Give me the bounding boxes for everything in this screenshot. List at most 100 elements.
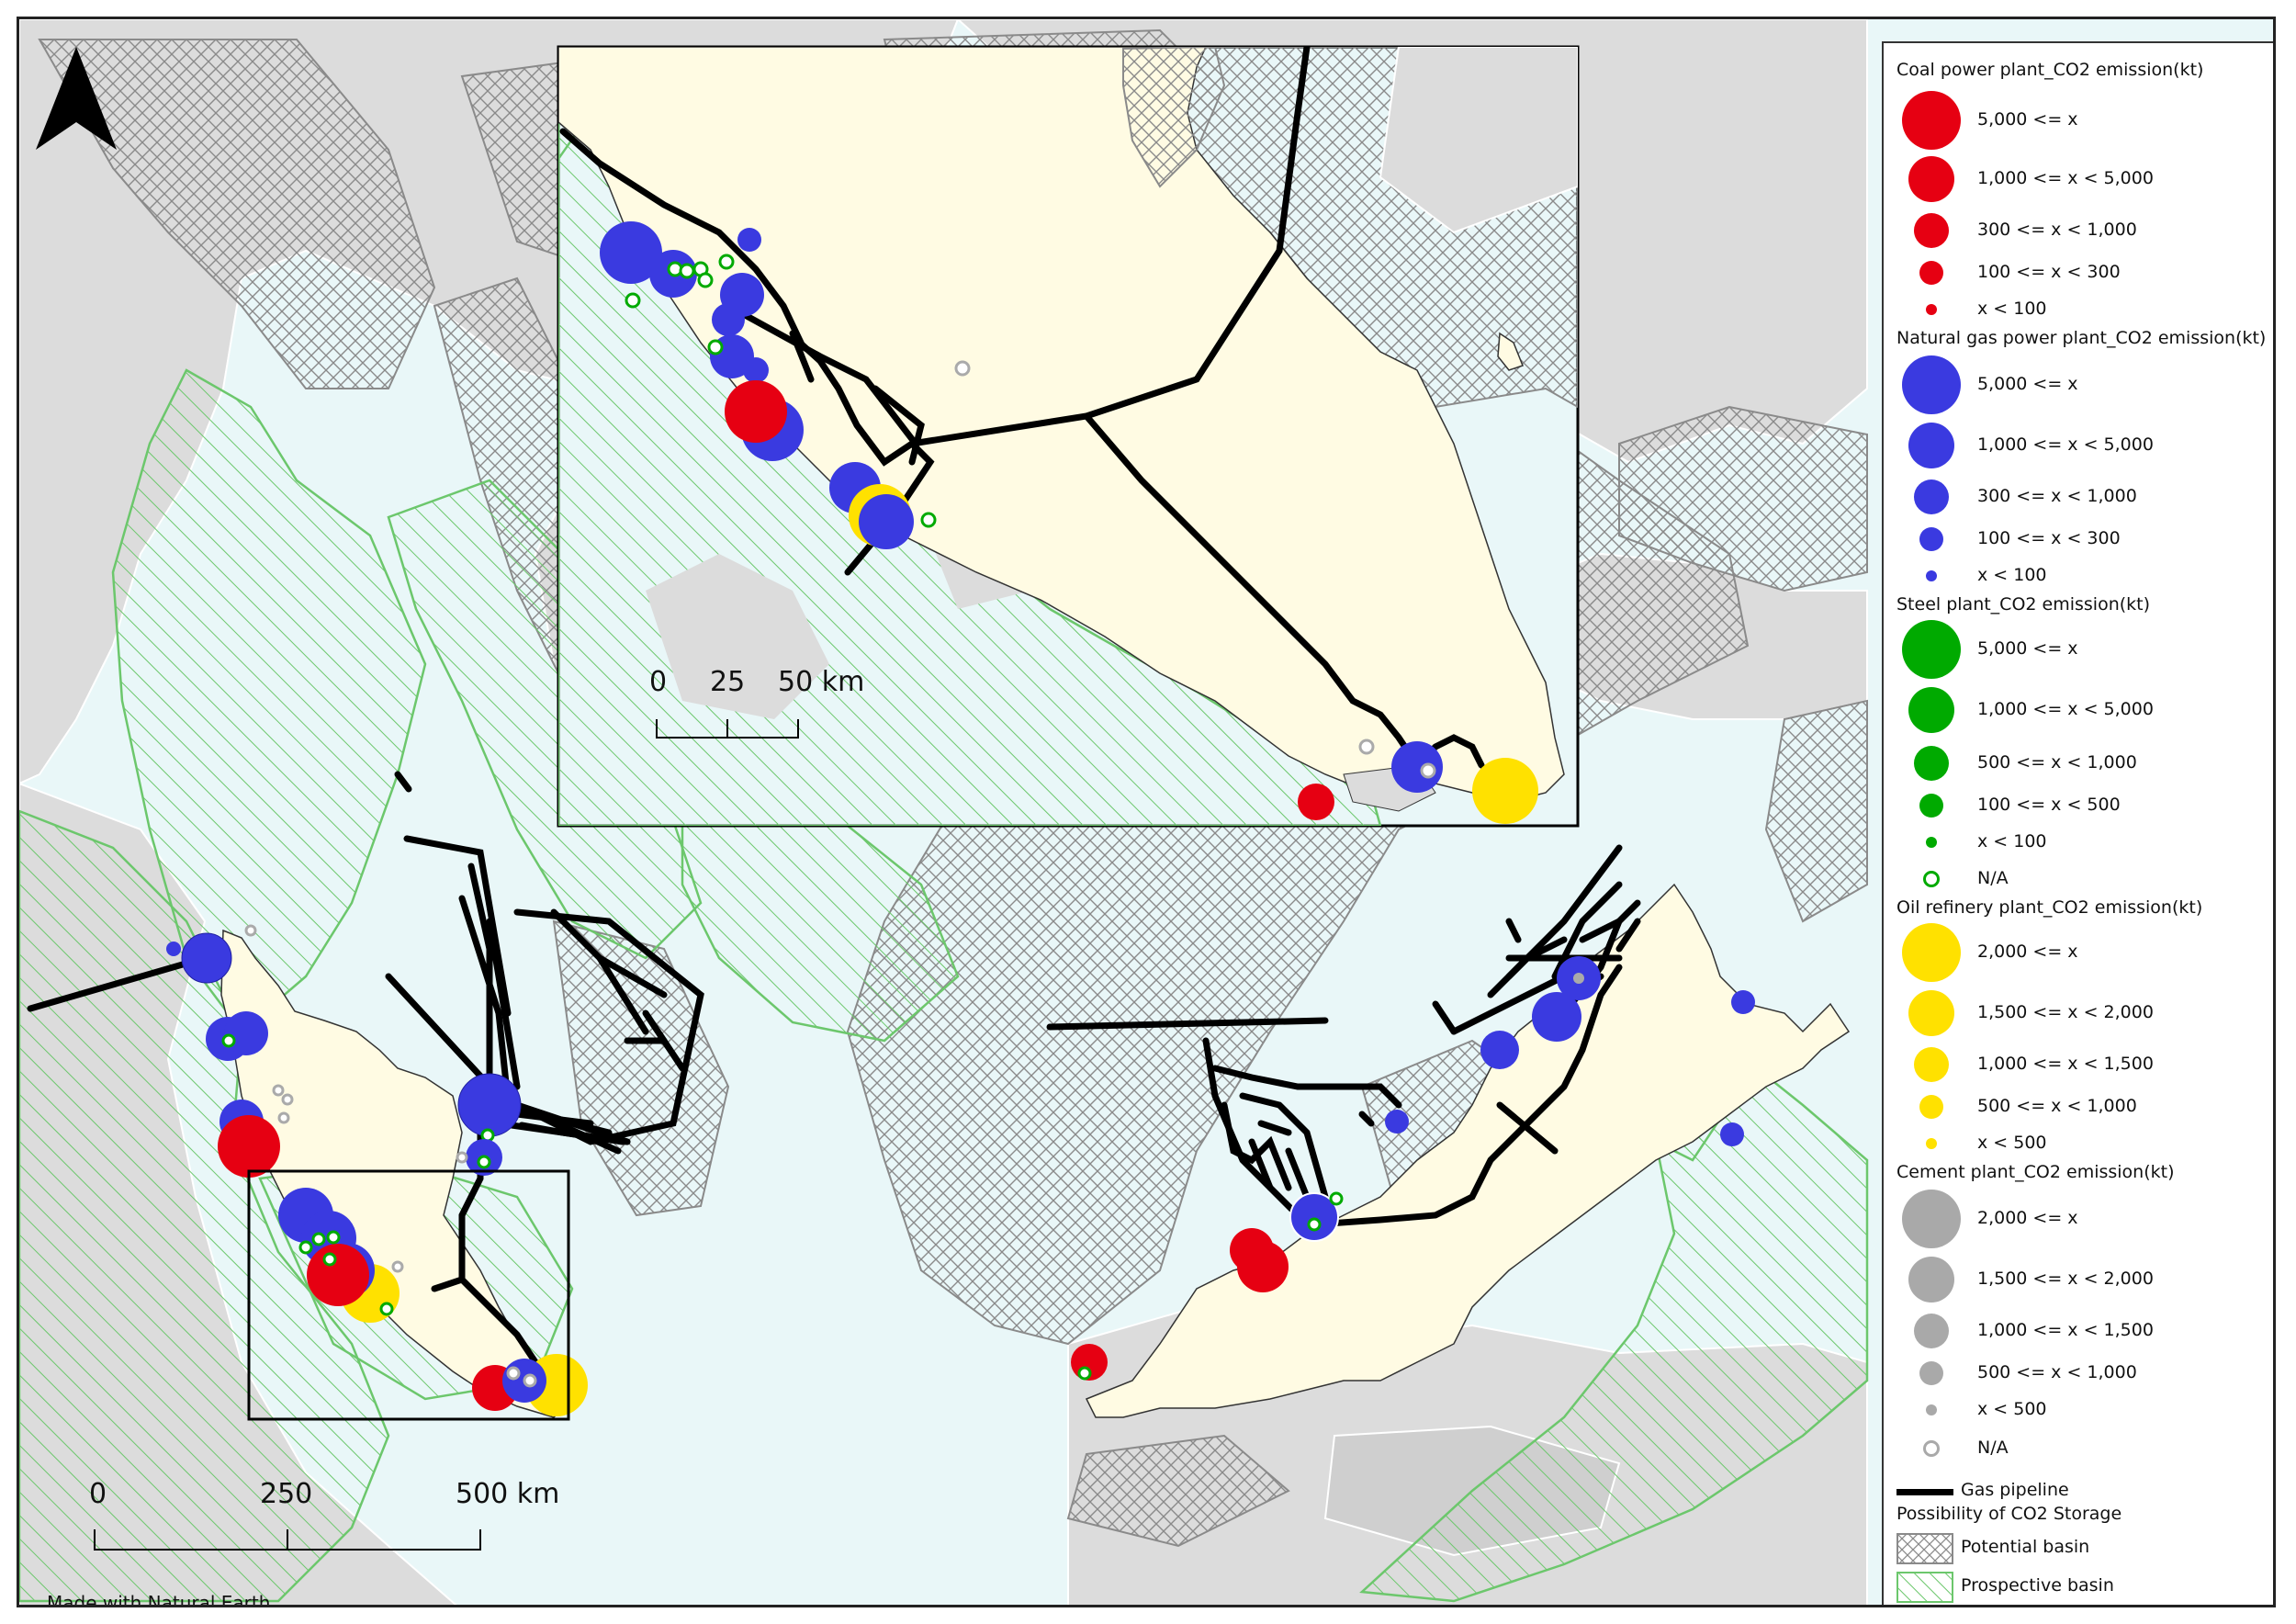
prospective-basins: [19, 368, 1869, 1603]
cement-plant-marker: [456, 1151, 468, 1164]
inset-steel-plant-marker: [679, 263, 695, 279]
inset-gas-plant-marker: [737, 228, 761, 252]
inset-scale-bar: [656, 719, 799, 739]
gas-plant-marker: [1289, 1192, 1339, 1242]
oil-class: 2,000 <= x: [1977, 942, 2078, 962]
gas-class: 300 <= x < 1,000: [1977, 486, 2137, 506]
cement-symbol: [1902, 1190, 1961, 1248]
steel-plant-marker: [379, 1302, 394, 1316]
coal-symbol: [1919, 261, 1943, 285]
gas-class: 5,000 <= x: [1977, 374, 2078, 394]
legend-steel-title: Steel plant_CO2 emission(kt): [1896, 594, 2151, 615]
cement-class: x < 500: [1977, 1399, 2047, 1419]
steel-class: 100 <= x < 500: [1977, 795, 2121, 815]
pipeline-symbol: [1896, 1489, 1953, 1495]
gas-plant-marker: [1731, 990, 1755, 1014]
steel-class: x < 100: [1977, 831, 2047, 851]
gas-symbol: [1902, 355, 1961, 414]
steel-class: 500 <= x < 1,000: [1977, 752, 2137, 773]
gas-plant-marker: [181, 932, 232, 984]
coal-plant-marker: [1237, 1241, 1289, 1292]
cement-symbol: [1908, 1257, 1954, 1303]
inset-coal-plant-marker: [725, 380, 787, 443]
steel-na-symbol: [1923, 871, 1940, 887]
steel-plant-marker: [1307, 1217, 1322, 1232]
cement-symbol: [1919, 1361, 1943, 1385]
inset-map[interactable]: [557, 45, 1580, 828]
gas-plant-marker: [224, 1011, 268, 1055]
inset-scale-tick-25: 25: [710, 666, 746, 698]
inset-locator-box: [247, 1169, 570, 1421]
steel-class: 5,000 <= x: [1977, 638, 2078, 659]
gas-class: 1,000 <= x < 5,000: [1977, 434, 2154, 455]
map-frame: 0 250 500 km 0 25 50 km Made with Natura…: [17, 17, 2276, 1607]
cement-class: N/A: [1977, 1438, 2009, 1458]
legend-cement-title: Cement plant_CO2 emission(kt): [1896, 1162, 2175, 1182]
gas-plant-marker: [1480, 1031, 1519, 1069]
gas-plant-marker: [457, 1073, 522, 1137]
steel-class: N/A: [1977, 868, 2009, 888]
gas-symbol: [1919, 527, 1943, 551]
potential-basin-label: Potential basin: [1961, 1537, 2090, 1557]
coal-class: 300 <= x < 1,000: [1977, 220, 2137, 240]
inset-steel-plant-marker: [697, 272, 714, 288]
gas-class: 100 <= x < 300: [1977, 528, 2121, 548]
cement-plant-marker: [281, 1093, 294, 1106]
coal-symbol: [1908, 156, 1954, 202]
cement-plant-marker: [244, 924, 257, 937]
steel-plant-marker: [311, 1232, 326, 1246]
cement-plant-marker: [1573, 973, 1584, 984]
coal-symbol: [1914, 213, 1949, 248]
inset-scale-tick-0: 0: [649, 666, 668, 698]
inset-gas-plant-marker: [1391, 741, 1443, 793]
inset-scale-tick-50: 50 km: [778, 666, 865, 698]
potential-basin-swatch: [1896, 1533, 1953, 1564]
gas-plant-marker: [1532, 992, 1581, 1042]
coal-plant-marker: [218, 1115, 280, 1178]
inset-steel-plant-marker: [707, 339, 724, 355]
coal-symbol: [1926, 304, 1937, 315]
north-arrow-icon: [36, 47, 117, 150]
steel-class: 1,000 <= x < 5,000: [1977, 699, 2154, 719]
coal-class: 5,000 <= x: [1977, 109, 2078, 130]
prospective-basin-swatch: [1896, 1572, 1953, 1603]
pipeline-label: Gas pipeline: [1961, 1480, 2069, 1500]
oil-symbol: [1908, 990, 1954, 1036]
steel-symbol: [1919, 794, 1943, 818]
steel-plant-marker: [477, 1155, 491, 1169]
steel-plant-marker: [326, 1230, 341, 1245]
legend-panel: Coal power plant_CO2 emission(kt) 5,000 …: [1882, 41, 2273, 1605]
oil-class: 1,500 <= x < 2,000: [1977, 1002, 2154, 1022]
legend-oil-title: Oil refinery plant_CO2 emission(kt): [1896, 897, 2203, 918]
cement-symbol: [1926, 1404, 1937, 1415]
coal-symbol: [1902, 91, 1961, 150]
coal-class: x < 100: [1977, 299, 2047, 319]
scale-tick-500: 500 km: [456, 1478, 560, 1510]
inset-coal-plant-marker: [1298, 784, 1334, 820]
oil-symbol: [1919, 1095, 1943, 1119]
facility-markers[interactable]: [166, 924, 1755, 1416]
inset-steel-plant-marker: [625, 292, 641, 309]
oil-symbol: [1926, 1138, 1937, 1149]
oil-symbol: [1914, 1047, 1949, 1082]
steel-plant-marker: [1329, 1191, 1344, 1206]
gas-plant-marker: [166, 942, 181, 956]
inset-gas-plant-marker: [600, 221, 662, 284]
credit-text: Made with Natural Earth.: [47, 1592, 276, 1607]
gas-plant-marker: [1385, 1110, 1409, 1133]
inset-steel-plant-marker: [920, 512, 937, 528]
cement-plant-marker: [523, 1373, 537, 1388]
oil-class: 500 <= x < 1,000: [1977, 1096, 2137, 1116]
coal-plant-marker: [307, 1244, 369, 1306]
cement-class: 2,000 <= x: [1977, 1208, 2078, 1228]
coal-class: 1,000 <= x < 5,000: [1977, 168, 2154, 188]
steel-symbol: [1908, 687, 1954, 733]
main-scale-bar: [94, 1529, 481, 1551]
storage-title: Possibility of CO2 Storage: [1896, 1504, 2122, 1524]
inset-gas-plant-marker: [859, 494, 914, 549]
cement-plant-marker: [272, 1084, 285, 1097]
cement-plant-marker: [277, 1111, 290, 1124]
inset-cement-plant-marker: [1358, 739, 1375, 755]
scale-tick-250: 250: [260, 1478, 313, 1510]
oil-class: 1,000 <= x < 1,500: [1977, 1054, 2154, 1074]
